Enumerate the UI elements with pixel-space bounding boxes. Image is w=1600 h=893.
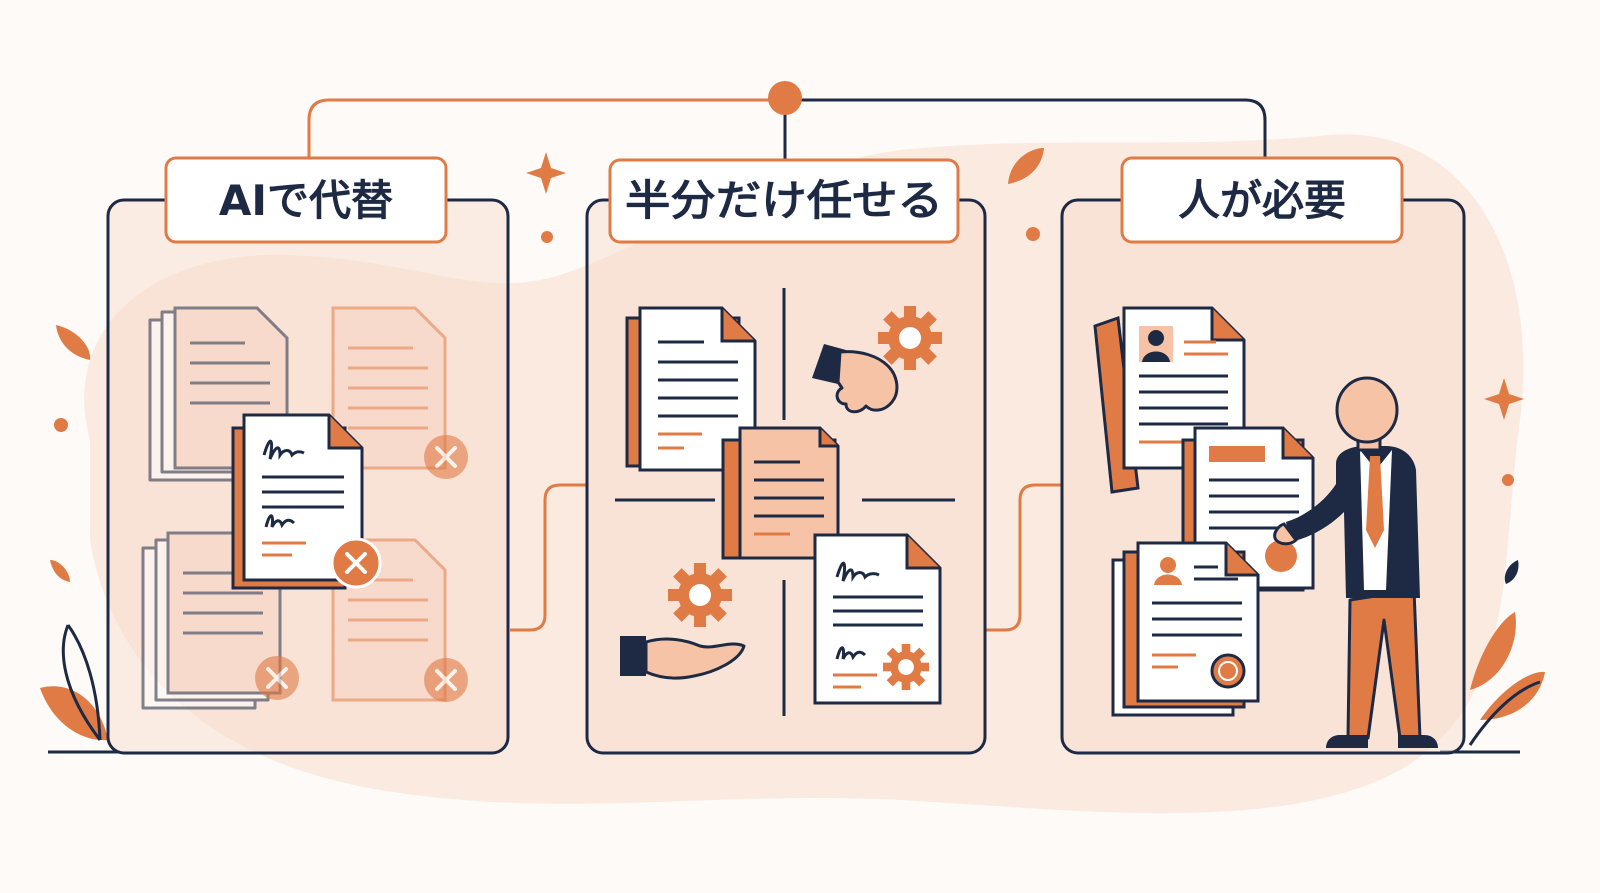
column-title: 半分だけ任せる — [625, 176, 943, 225]
hand-icon — [812, 344, 899, 414]
x-mark-icon — [422, 433, 470, 481]
label-human-required: 人が必要 — [1120, 156, 1404, 244]
hand-icon — [620, 636, 746, 680]
document-icon — [638, 306, 757, 472]
label-ai-replace: AIで代替 — [164, 156, 448, 244]
gear-icon — [668, 563, 732, 627]
column-title: 人が必要 — [1178, 176, 1346, 225]
document-icon — [738, 426, 840, 560]
gear-icon — [878, 306, 942, 370]
person-figure — [1273, 376, 1438, 748]
x-mark-icon — [422, 656, 470, 704]
x-mark-icon — [330, 537, 382, 589]
decorations — [40, 148, 1545, 754]
gear-icon — [882, 643, 930, 691]
column-title: AIで代替 — [219, 176, 393, 225]
panel-half-delegate — [585, 198, 987, 755]
x-mark-icon — [253, 654, 301, 702]
panel-ai-replace — [106, 198, 510, 755]
label-half-delegate: 半分だけ任せる — [608, 158, 960, 244]
connector-hub — [768, 81, 802, 115]
panel-human-required — [1060, 198, 1466, 755]
resume-document-icon — [1136, 541, 1260, 703]
